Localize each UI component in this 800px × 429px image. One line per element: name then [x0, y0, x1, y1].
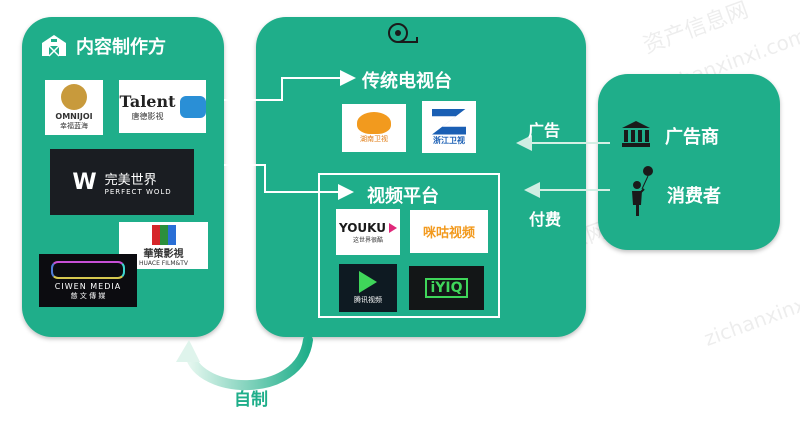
logo-perfect-world: W 完美世界 PERFECT WOLD	[50, 149, 194, 215]
logo-hunan-tv: 湖南卫视	[342, 104, 406, 152]
youku-name: YOUKU	[338, 220, 387, 235]
perfect-world-cn: 完美世界	[104, 172, 157, 188]
bank-icon	[621, 120, 651, 148]
zhejiang-tv-label: 浙江卫视	[433, 135, 465, 145]
logo-zhejiang-tv: 浙江卫视	[422, 101, 476, 153]
barn-icon	[40, 33, 68, 57]
migu-label: 咪咕视频	[422, 226, 475, 241]
omnijoi-cn: 幸福蓝海	[60, 122, 88, 130]
iqiyi-label: iYIQ	[425, 278, 468, 298]
logo-tencent-video: 腾讯视频	[339, 264, 397, 312]
omnijoi-emblem-icon	[61, 84, 87, 110]
tencent-video-play-icon	[359, 271, 377, 293]
talent-mascot-icon	[179, 95, 206, 118]
hunan-tv-mango-icon	[357, 112, 391, 134]
logo-iqiyi: iYIQ	[409, 266, 484, 310]
logo-youku: YOUKU 这世界很酷	[336, 209, 400, 255]
tv-title: 传统电视台	[362, 71, 452, 92]
perfect-world-mark-icon: W	[72, 169, 97, 195]
arrow-producers-to-video	[224, 164, 354, 200]
logo-ciwen: CIWEN MEDIA 慈 文 傳 媒	[39, 254, 137, 307]
logo-omnijoi: OMNIJOI 幸福蓝海	[45, 80, 103, 135]
video-title: 视频平台	[367, 186, 439, 207]
ad-flow-label: 广告	[528, 121, 561, 140]
self-made-label: 自制	[234, 390, 268, 410]
arrow-self-made-head	[176, 340, 200, 362]
ciwen-name: CIWEN MEDIA	[54, 281, 122, 291]
talent-name: Talent	[119, 91, 176, 111]
huace-emblem-icon	[151, 224, 176, 245]
ciwen-swirl-icon	[51, 260, 125, 279]
arrow-self-made-curve	[185, 335, 313, 391]
consumer-label: 消费者	[667, 186, 721, 207]
logo-talent: Talent 唐德影视	[119, 80, 206, 133]
video-platform-box	[318, 173, 500, 318]
youku-slogan: 这世界很酷	[352, 236, 383, 244]
omnijoi-name: OMNIJOI	[55, 112, 93, 121]
revenue-panel	[598, 74, 780, 250]
youku-play-icon	[389, 222, 398, 233]
film-reel-icon	[388, 22, 418, 44]
producers-title: 内容制作方	[76, 37, 166, 58]
arrow-producers-to-tv	[224, 70, 356, 101]
pay-flow-label: 付费	[529, 210, 562, 229]
perfect-world-en: PERFECT WOLD	[104, 187, 172, 196]
talent-cn: 唐德影视	[131, 111, 164, 121]
huace-en: HUACE FILM&TV	[139, 259, 188, 267]
advertiser-label: 广告商	[665, 127, 719, 148]
hunan-tv-label: 湖南卫视	[360, 135, 388, 143]
person-balloon-icon	[626, 165, 656, 217]
tencent-video-label: 腾讯视频	[354, 296, 382, 304]
huace-cn: 華策影視	[143, 248, 184, 260]
logo-migu: 咪咕视频	[410, 210, 488, 253]
ciwen-cn: 慈 文 傳 媒	[70, 291, 106, 300]
